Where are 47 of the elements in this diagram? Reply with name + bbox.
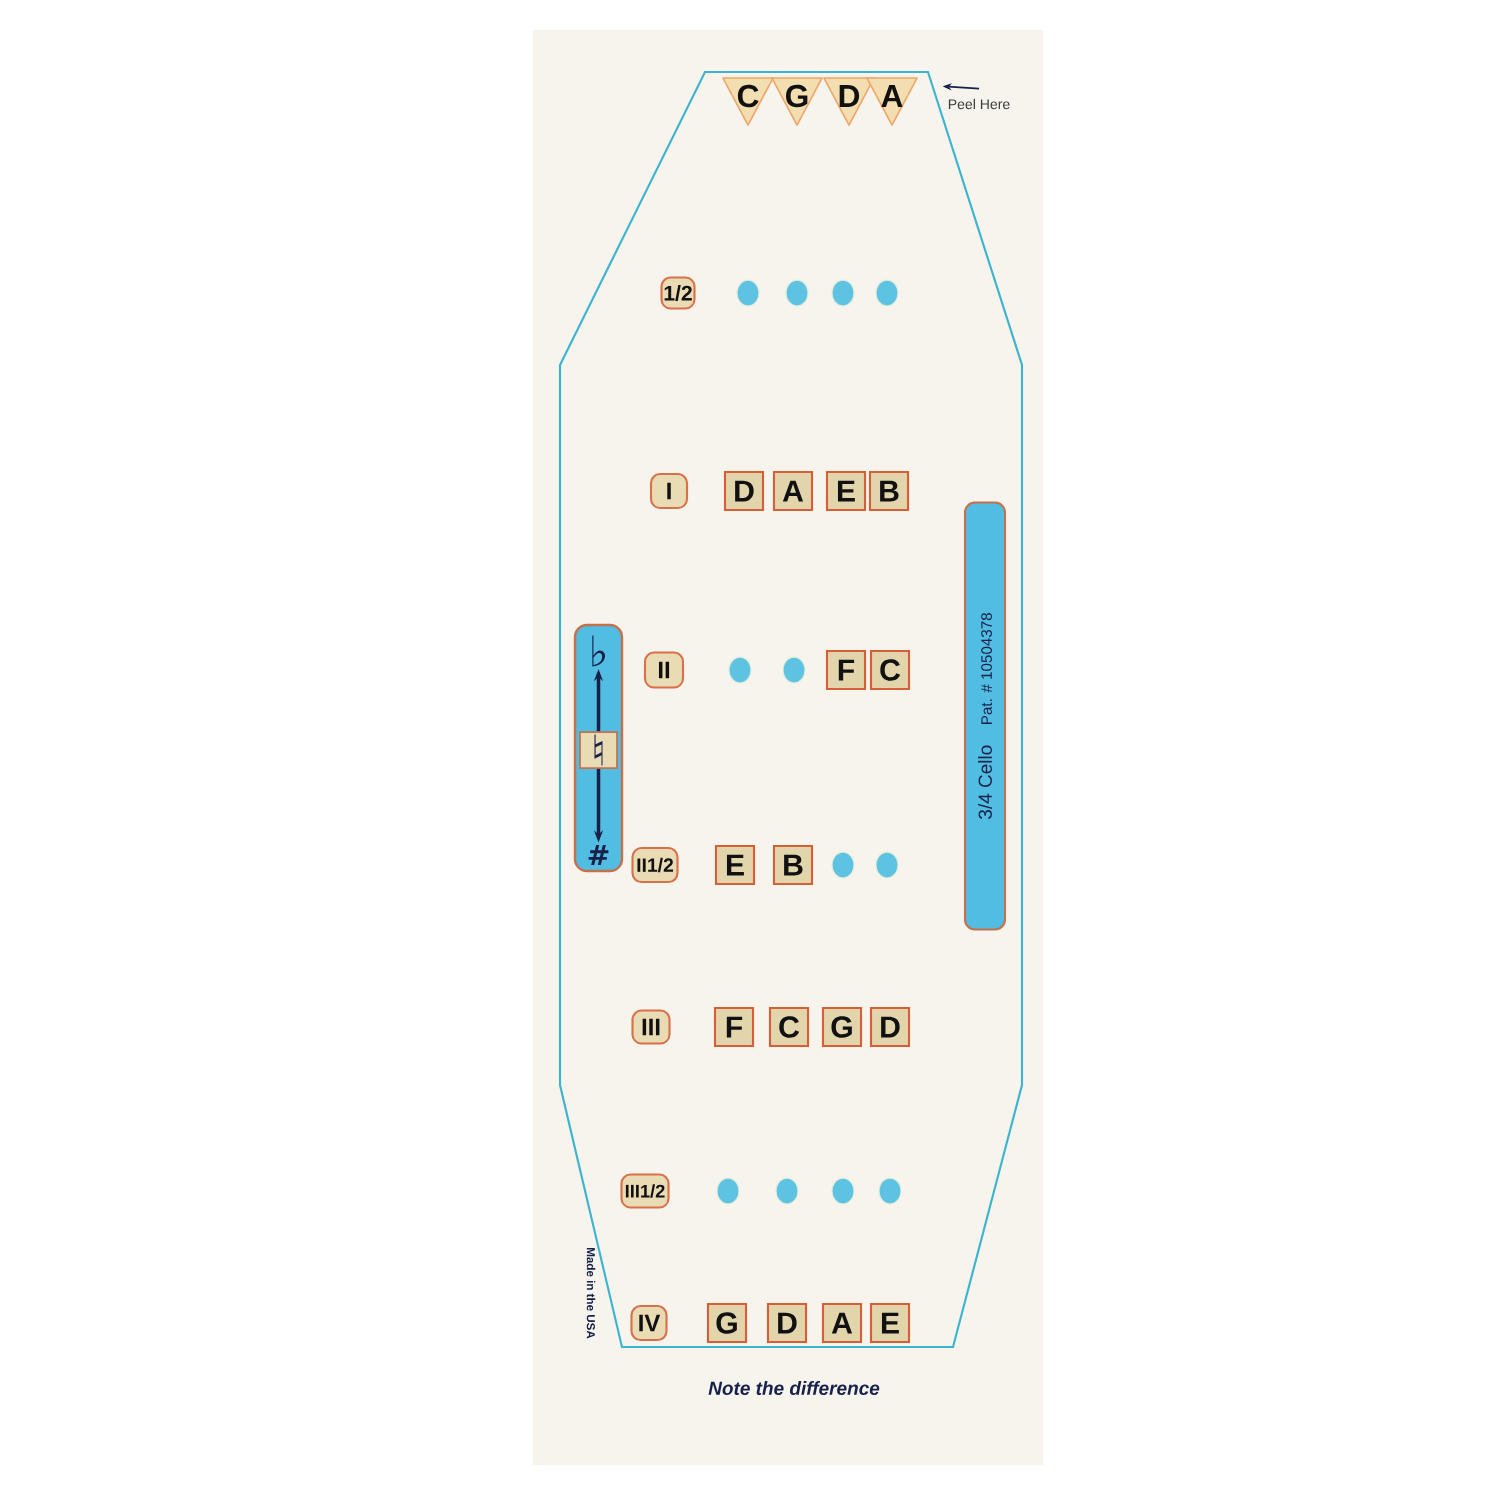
note-tile: B <box>772 844 814 886</box>
dot-marker <box>875 279 899 307</box>
dot-marker <box>831 1177 855 1205</box>
pennant-flag: G <box>771 77 823 126</box>
dot-marker <box>728 656 752 684</box>
accidental-sign: # <box>588 844 609 866</box>
side-note: Made in the USA <box>586 1248 596 1339</box>
position-label: II1/2 <box>631 846 679 884</box>
dot-marker <box>831 279 855 307</box>
dot-marker <box>716 1177 740 1205</box>
position-label: II <box>643 651 685 689</box>
position-label: III1/2 <box>620 1173 670 1209</box>
position-label: 1/2 <box>660 276 696 310</box>
sticker-outline <box>558 70 1024 1349</box>
note-tile: D <box>723 470 765 512</box>
note-tile: F <box>713 1006 755 1048</box>
note-tile: D <box>766 1302 808 1344</box>
note-tile: D <box>869 1006 911 1048</box>
note-tile: G <box>821 1006 863 1048</box>
position-label: I <box>649 472 689 510</box>
note-tile: B <box>868 470 910 512</box>
dot-marker <box>785 279 809 307</box>
note-tile: F <box>825 649 867 691</box>
pennant-flag: C <box>722 77 774 126</box>
side-label: 3/4 Cello Pat. # 10504378 <box>963 501 1007 931</box>
note-tile: G <box>706 1302 748 1344</box>
position-label: III <box>631 1009 671 1045</box>
note-tile: E <box>869 1302 911 1344</box>
dot-marker <box>736 279 760 307</box>
symbol-tile: ♮ <box>579 731 618 769</box>
dot-marker <box>782 656 806 684</box>
position-label: IV <box>630 1304 668 1342</box>
dot-marker <box>875 851 899 879</box>
dot-marker <box>831 851 855 879</box>
dot-marker <box>878 1177 902 1205</box>
pennant-flag: D <box>823 77 875 126</box>
pennant-flag: A <box>866 77 918 126</box>
note-tile: E <box>714 844 756 886</box>
tagline: Note the difference <box>708 1381 880 1395</box>
accidental-sign: ♭ <box>592 635 606 667</box>
note-tile: E <box>825 470 867 512</box>
note-tile: A <box>772 470 814 512</box>
note-tile: A <box>821 1302 863 1344</box>
instruction-text: Peel Here <box>948 98 1010 110</box>
dot-marker <box>775 1177 799 1205</box>
note-tile: C <box>869 649 911 691</box>
note-tile: C <box>768 1006 810 1048</box>
